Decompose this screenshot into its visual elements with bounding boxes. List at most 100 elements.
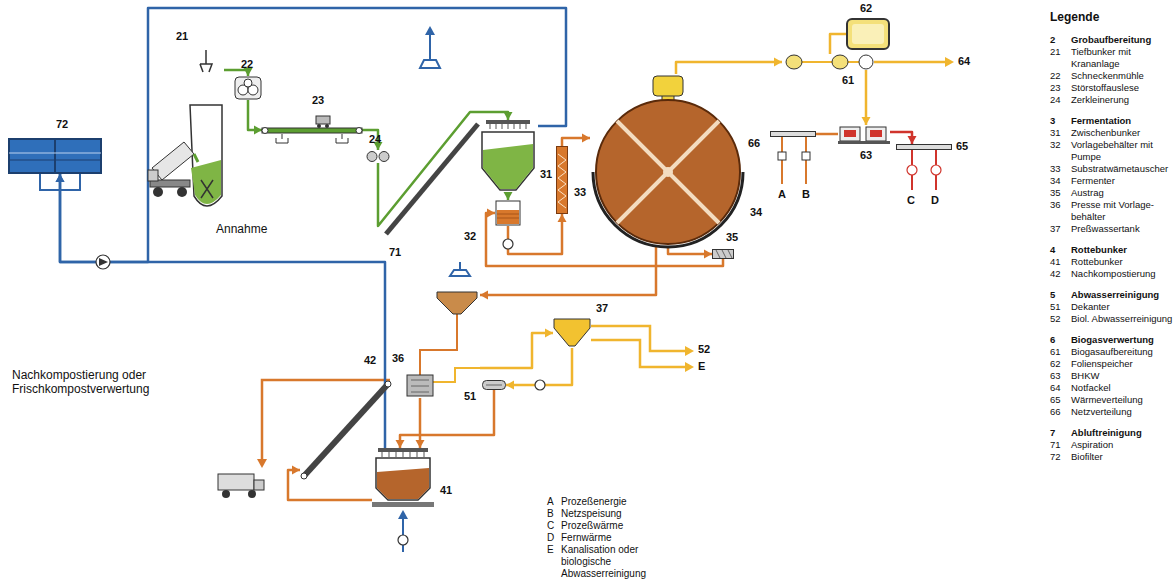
equipment-icon: 65 xyxy=(896,144,952,150)
equipment-icon: 62 xyxy=(846,18,890,50)
equipment-icon: 63 xyxy=(838,125,890,145)
legend-text: Notfackel xyxy=(1071,382,1173,394)
legend-number: 23 xyxy=(1050,82,1061,94)
arrow-head xyxy=(487,209,495,218)
legend-text: Presse mit Vorlage- behälter xyxy=(1071,199,1173,223)
callout-number: 22 xyxy=(241,58,253,71)
equipment-drawing xyxy=(482,380,506,390)
equipment-drawing xyxy=(8,138,102,174)
flow-line xyxy=(506,348,572,390)
flow-line xyxy=(504,192,513,200)
legend-text: Abwasserreinigung xyxy=(1071,289,1173,301)
legend-text: Folienspeicher xyxy=(1071,358,1173,370)
exhaust-hood xyxy=(420,34,440,68)
equipment-drawing xyxy=(366,150,390,163)
legend-text: Tiefbunker mit Krananlage xyxy=(1071,46,1173,70)
callout-number: 51 xyxy=(464,390,476,403)
flow-line xyxy=(248,100,262,135)
legend-text: Wärmeverteilung xyxy=(1071,394,1173,406)
legend-key: E xyxy=(547,544,554,556)
legend-key: B xyxy=(547,508,554,520)
equipment-icon: 42 xyxy=(300,380,392,480)
callout-number: 41 xyxy=(440,484,452,497)
callout-number: 31 xyxy=(540,168,552,181)
legend-number: 41 xyxy=(1050,256,1061,268)
pipe xyxy=(506,348,572,385)
callout-number: B xyxy=(802,188,810,201)
legend-key: A xyxy=(547,496,554,508)
legend-text: Zerkleinerung xyxy=(1071,94,1173,106)
arrow-head xyxy=(56,174,65,182)
pipe xyxy=(400,390,494,448)
legend-text: Biogasverwertung xyxy=(1071,334,1173,346)
flow-line xyxy=(288,466,372,501)
legend-text: Prozeßenergie xyxy=(561,496,657,508)
suction-hood xyxy=(450,262,470,276)
equipment-icon: 21 xyxy=(148,50,224,220)
equipment-icon: 37 xyxy=(553,318,591,348)
arrow-head xyxy=(704,250,712,259)
note: Annahme xyxy=(216,222,267,236)
equipment-icon: 24 xyxy=(366,150,390,163)
legend-number: 4 xyxy=(1050,244,1055,256)
equipment-drawing xyxy=(846,18,890,50)
flow-line xyxy=(396,390,495,448)
equipment-drawing xyxy=(495,200,521,226)
legend-number: 31 xyxy=(1050,127,1061,139)
arrow-head xyxy=(774,58,782,67)
equipment-icon: 36 xyxy=(405,290,480,398)
flow-line xyxy=(56,174,386,448)
equipment-icon: 61 xyxy=(782,54,874,70)
callout-number: 61 xyxy=(842,74,854,87)
equipment-drawing xyxy=(556,146,568,214)
legend-key: D xyxy=(547,532,554,544)
legend-text: Kanalisation oder biologische Abwasserre… xyxy=(561,544,657,580)
flow-line xyxy=(676,58,782,75)
flow-line xyxy=(480,246,656,300)
legend-text: Grobaufbereitung xyxy=(1071,34,1173,46)
legend-number: 63 xyxy=(1050,370,1061,382)
legend-text: BHKW xyxy=(1071,370,1173,382)
flow-line xyxy=(562,134,590,147)
legend-text: Rottebunker xyxy=(1071,256,1173,268)
callout-number: 63 xyxy=(860,149,872,162)
flare-line xyxy=(874,61,946,64)
legend-text: Prozeßwärme xyxy=(561,520,657,532)
pipe xyxy=(288,470,372,500)
equipment-icon: 33 xyxy=(556,146,568,214)
arrow-head xyxy=(908,136,917,144)
callout-number: E xyxy=(698,360,705,373)
arrow-head xyxy=(254,126,262,135)
equipment-icon: 35 xyxy=(712,249,734,259)
legend-number: 2 xyxy=(1050,34,1055,46)
equipment-drawing xyxy=(770,131,816,137)
legend-number: 37 xyxy=(1050,223,1061,235)
pipe xyxy=(224,70,248,76)
callout-number: 66 xyxy=(748,137,760,150)
flow-line xyxy=(816,134,838,135)
arrow-head xyxy=(416,440,425,448)
legend-number: 42 xyxy=(1050,268,1061,280)
arrow-head xyxy=(862,117,871,125)
legend-number: 21 xyxy=(1050,46,1061,58)
arrow-head xyxy=(504,112,513,120)
legend-text: Nachkompostierung xyxy=(1071,268,1173,280)
legend-number: 71 xyxy=(1050,439,1061,451)
legend-text: Abluftreinigung xyxy=(1071,427,1173,439)
callout-number: 72 xyxy=(56,118,68,131)
legend-number: 22 xyxy=(1050,70,1061,82)
legend-number: 36 xyxy=(1050,199,1061,211)
legend-key: C xyxy=(547,520,554,532)
arrow-head xyxy=(504,192,513,200)
legend-number: 66 xyxy=(1050,406,1061,418)
callout-number: 23 xyxy=(312,94,324,107)
equipment-icon: 31 xyxy=(478,120,538,192)
equipment-drawing xyxy=(262,112,362,144)
pipe xyxy=(676,62,782,74)
pipe xyxy=(248,100,262,130)
equipment-drawing xyxy=(148,50,224,220)
callout-number: 24 xyxy=(369,133,381,146)
equipment-icon: 32 xyxy=(495,200,521,226)
legend-text: Fernwärme xyxy=(561,532,657,544)
arrow-head xyxy=(257,459,267,468)
